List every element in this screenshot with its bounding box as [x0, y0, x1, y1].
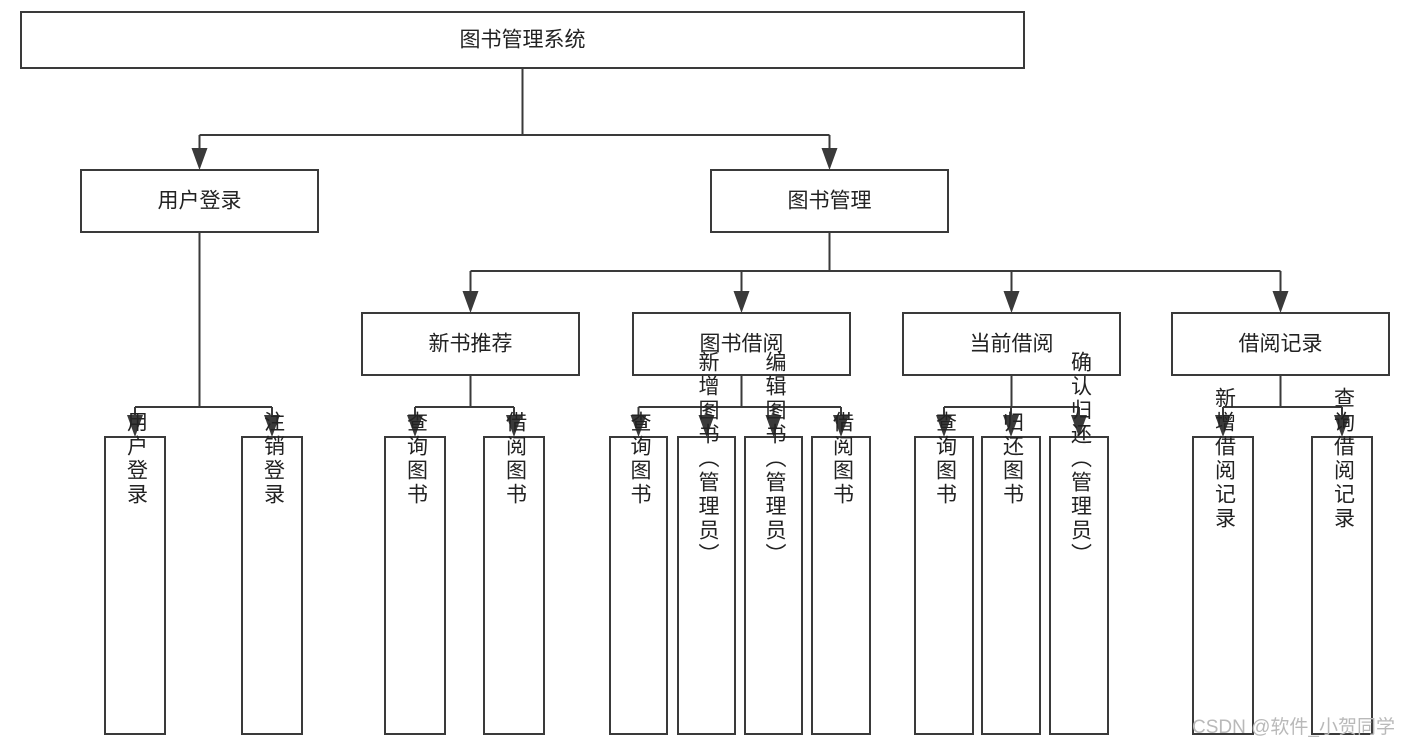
arrow-head-icon	[264, 415, 280, 437]
arrow-head-icon	[1215, 415, 1231, 437]
node-leaf[interactable]: 新增图书（管理员）	[676, 351, 737, 736]
node-label: 注销登录	[261, 411, 285, 507]
node-label: 用户登录	[124, 411, 148, 507]
arrow-head-icon	[630, 415, 647, 437]
arrow-head-icon	[1003, 291, 1020, 313]
node-label: 归还图书	[1000, 411, 1024, 507]
arrow-head-icon	[698, 415, 715, 437]
node-box[interactable]	[631, 311, 852, 377]
node-box[interactable]	[676, 435, 737, 736]
node-leaf[interactable]: 用户登录	[103, 411, 167, 736]
node-level2[interactable]: 新书推荐	[360, 311, 581, 377]
node-leaf[interactable]: 归还图书	[980, 411, 1042, 736]
arrow-head-icon	[506, 415, 522, 437]
connector-layer	[127, 68, 1350, 437]
arrow-head-icon	[127, 415, 143, 437]
node-box[interactable]	[383, 435, 447, 736]
node-box[interactable]	[103, 435, 167, 736]
node-box[interactable]	[1048, 435, 1110, 736]
node-box[interactable]	[360, 311, 581, 377]
arrow-head-icon	[733, 291, 750, 313]
node-label: 新书推荐	[429, 333, 513, 356]
node-label: 编辑图书（管理员）	[763, 351, 787, 567]
node-box[interactable]	[1170, 311, 1391, 377]
node-box[interactable]	[608, 435, 669, 736]
node-box[interactable]	[1310, 435, 1374, 736]
node-leaf[interactable]: 借阅图书	[482, 411, 546, 736]
node-label: 借阅图书	[830, 411, 854, 507]
arrow-head-icon	[821, 148, 838, 170]
node-level1[interactable]: 用户登录	[79, 168, 320, 234]
arrow-head-icon	[936, 415, 952, 437]
arrow-head-icon	[1272, 291, 1289, 313]
node-leaf[interactable]: 查询图书	[913, 411, 975, 736]
node-leaf[interactable]: 新增借阅记录	[1191, 387, 1255, 736]
node-box[interactable]	[913, 435, 975, 736]
arrow-head-icon	[1003, 415, 1019, 437]
arrow-head-icon	[1071, 415, 1087, 437]
node-leaf[interactable]: 查询图书	[608, 411, 669, 736]
node-leaf[interactable]: 查询图书	[383, 411, 447, 736]
node-leaf[interactable]: 查询借阅记录	[1310, 387, 1374, 736]
node-label: 确认归还（管理员）	[1068, 351, 1092, 567]
node-box[interactable]	[19, 10, 1026, 70]
node-leaf[interactable]: 注销登录	[240, 411, 304, 736]
arrow-head-icon	[833, 415, 849, 437]
node-box[interactable]	[240, 435, 304, 736]
node-label: 查询图书	[933, 411, 957, 507]
node-leaf[interactable]: 编辑图书（管理员）	[743, 351, 804, 736]
node-layer: 图书管理系统用户登录图书管理新书推荐图书借阅当前借阅借阅记录用户登录注销登录查询…	[19, 10, 1391, 736]
node-box[interactable]	[980, 435, 1042, 736]
node-box[interactable]	[709, 168, 950, 234]
node-label: 借阅图书	[503, 411, 527, 507]
node-label: 查询图书	[628, 411, 652, 507]
node-box[interactable]	[1191, 435, 1255, 736]
node-box[interactable]	[482, 435, 546, 736]
node-label: 图书借阅	[700, 333, 784, 356]
node-leaf[interactable]: 确认归还（管理员）	[1048, 351, 1110, 736]
node-label: 当前借阅	[970, 333, 1054, 356]
node-label: 新增图书（管理员）	[696, 351, 720, 567]
node-level2[interactable]: 借阅记录	[1170, 311, 1391, 377]
node-label: 查询图书	[404, 411, 428, 507]
node-box[interactable]	[79, 168, 320, 234]
node-label: 图书管理系统	[460, 29, 586, 52]
node-level2[interactable]: 图书借阅	[631, 311, 852, 377]
arrow-head-icon	[1334, 415, 1350, 437]
arrow-head-icon	[191, 148, 208, 170]
node-box[interactable]	[901, 311, 1122, 377]
node-level1[interactable]: 图书管理	[709, 168, 950, 234]
node-label: 图书管理	[788, 190, 872, 213]
node-box[interactable]	[810, 435, 872, 736]
node-label: 借阅记录	[1239, 333, 1323, 356]
arrow-head-icon	[765, 415, 782, 437]
node-label: 用户登录	[158, 190, 242, 213]
csdn-watermark: CSDN @软件_小贺同学	[1192, 716, 1395, 738]
arrow-head-icon	[407, 415, 423, 437]
node-box[interactable]	[743, 435, 804, 736]
node-leaf[interactable]: 借阅图书	[810, 411, 872, 736]
node-label: 查询借阅记录	[1331, 387, 1355, 531]
node-root[interactable]: 图书管理系统	[19, 10, 1026, 70]
node-level2[interactable]: 当前借阅	[901, 311, 1122, 377]
arrow-head-icon	[462, 291, 479, 313]
node-label: 新增借阅记录	[1212, 387, 1236, 531]
